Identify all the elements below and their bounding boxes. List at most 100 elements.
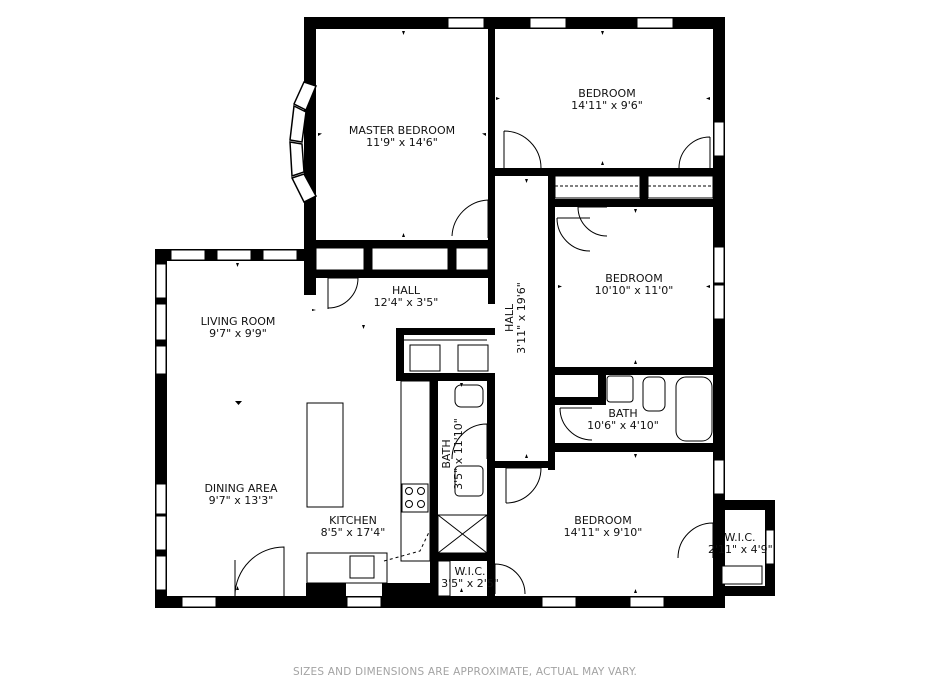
wall-bath-v-east: [487, 373, 495, 596]
toilet: [642, 376, 666, 412]
window: [447, 17, 485, 29]
wall-top-upper: [304, 17, 725, 29]
window: [262, 249, 298, 261]
door-swing: [559, 407, 593, 441]
wall-kitchen-bottom: [382, 583, 438, 608]
window: [721, 565, 763, 585]
window: [170, 249, 206, 261]
wall-east-upper: [713, 17, 725, 449]
door-swing: [503, 130, 542, 169]
window: [346, 596, 382, 608]
room-label-hall-horizontal: HALL 12'4" x 3'5": [356, 285, 456, 309]
room-label-kitchen: KITCHEN 8'5" x 17'4": [303, 515, 403, 539]
wall-bath-e-closet: [598, 367, 606, 405]
window: [155, 555, 167, 591]
wall-bedroom-ne-bottom: [488, 168, 725, 176]
wall-bath-e-closet2: [555, 397, 605, 405]
toilet: [454, 384, 484, 408]
room-dimensions: 14'11" x 9'10": [563, 526, 643, 539]
window: [636, 17, 674, 29]
door-swing: [678, 136, 711, 169]
window: [713, 246, 725, 284]
window: [713, 459, 725, 495]
closet-shelf: [455, 247, 489, 271]
room-dimensions: 9'7" x 9'9": [209, 327, 267, 340]
stove: [401, 483, 429, 513]
closet-shelf: [371, 247, 449, 271]
wall-closet-div2: [448, 240, 456, 278]
bathtub: [675, 376, 713, 442]
window: [155, 263, 167, 299]
room-dimensions: 14'11" x 9'6": [571, 99, 643, 112]
room-dimensions: 3'5" x 2'5": [441, 577, 499, 590]
wall-hall-v-west: [488, 244, 495, 304]
kitchen-counter: [400, 380, 431, 562]
closet-shelf: [315, 247, 365, 271]
disclaimer-text: SIZES AND DIMENSIONS ARE APPROXIMATE, AC…: [292, 666, 637, 678]
room-name: BEDROOM: [574, 514, 632, 527]
sink: [606, 375, 634, 403]
dimension-ticks: [235, 31, 710, 593]
room-dimensions: 10'6" x 4'10": [587, 419, 659, 432]
windows: [155, 17, 775, 608]
room-dimensions: 3'5" x 11'10": [452, 418, 465, 490]
fixtures: [306, 175, 714, 597]
wall-bath-v-west: [430, 373, 438, 596]
room-label-bedroom-ne: BEDROOM 14'11" x 9'6": [557, 88, 657, 112]
room-name: BEDROOM: [605, 272, 663, 285]
door-swing: [494, 563, 526, 595]
wall-master-bedroom-divider: [488, 17, 495, 244]
doors: [159, 130, 714, 597]
window: [155, 303, 167, 341]
room-name: DINING AREA: [204, 482, 278, 495]
room-label-bath-vertical: BATH 3'5" x 11'10": [440, 414, 465, 494]
room-dimensions: 2'11" x 4'9": [708, 543, 773, 556]
window: [713, 121, 725, 157]
wall-kitchen-bottom2: [306, 583, 346, 608]
room-dimensions: 9'7" x 13'3": [208, 494, 274, 507]
window: [765, 529, 775, 565]
room-label-wic-east: W.I.C. 2'11" x 4'9": [708, 531, 773, 556]
room-dimensions: 10'10" x 11'0": [594, 284, 674, 297]
window: [629, 596, 665, 608]
sink: [454, 465, 484, 497]
wall-wic-bottom: [713, 586, 775, 596]
bay-window: [289, 81, 318, 204]
room-dimensions: 11'9" x 14'6": [366, 136, 438, 149]
room-label-dining-area: DINING AREA 9'7" x 13'3": [191, 483, 291, 507]
linen-shelf: [647, 175, 714, 199]
room-name: W.I.C.: [724, 531, 756, 544]
window: [541, 596, 577, 608]
door-swing: [451, 423, 488, 460]
window: [155, 515, 167, 551]
door-swing: [505, 467, 542, 504]
door-swing: [327, 277, 359, 309]
room-label-living-room: LIVING ROOM 9'7" x 9'9": [188, 316, 288, 340]
wall-master-bottom: [304, 240, 494, 248]
room-name: BATH: [608, 407, 638, 420]
window: [713, 284, 725, 320]
wall-west-living: [155, 249, 167, 608]
wall-pantry-bottom: [396, 373, 495, 381]
wall-wic-top: [713, 500, 775, 510]
wall-bottom-main: [155, 596, 725, 608]
wall-linen-div: [640, 168, 648, 207]
window: [155, 345, 167, 375]
wic-shelf: [437, 560, 451, 597]
door-swing: [451, 199, 489, 238]
room-dimensions: 12'4" x 3'5": [373, 296, 439, 309]
room-name: HALL: [391, 284, 421, 297]
room-name: W.I.C.: [454, 565, 486, 578]
wall-living-stub: [304, 261, 316, 295]
window: [216, 249, 252, 261]
kitchen-counter-bottom: [306, 552, 388, 584]
room-label-bedroom-e: BEDROOM 10'10" x 11'0": [584, 273, 684, 297]
room-dimensions: 8'5" x 17'4": [320, 526, 386, 539]
wall-bath-v-bottom: [430, 553, 495, 561]
window: [181, 596, 217, 608]
door-swing: [234, 546, 285, 597]
appliance: [409, 344, 441, 372]
door-swing: [677, 522, 714, 559]
wall-pantry-top: [396, 328, 495, 335]
